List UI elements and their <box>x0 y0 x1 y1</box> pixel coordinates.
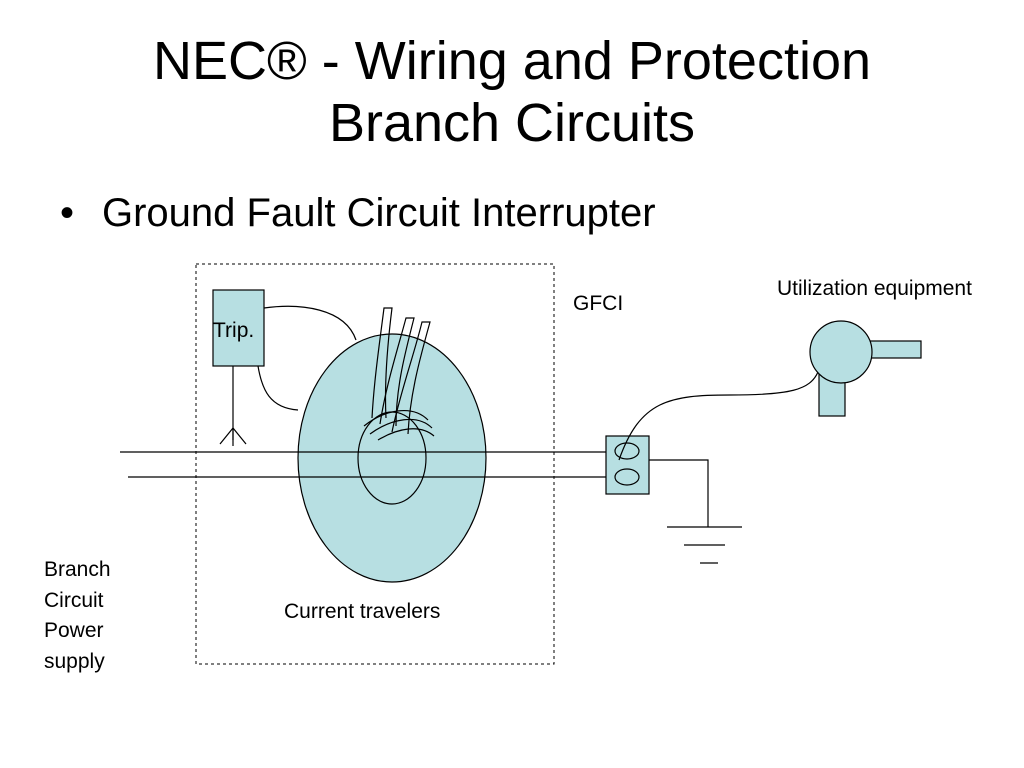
gfci-label: GFCI <box>573 292 623 315</box>
gfci-boundary <box>195 263 555 665</box>
slide-title-line-2: Branch Circuits <box>328 93 696 153</box>
trip-plunger <box>219 366 247 446</box>
branch-label-line-4: supply <box>44 650 105 673</box>
trip-label: Trip. <box>213 319 254 342</box>
trip-lead-lower <box>257 365 299 411</box>
slide-title: NEC® - Wiring and Protection Branch Circ… <box>0 30 1024 154</box>
receptacle-outlet-bottom <box>614 468 640 486</box>
trip-lead-upper <box>263 305 357 341</box>
trip-relay-box <box>212 289 265 367</box>
ground-symbol <box>649 459 742 564</box>
branch-label-line-3: Power <box>44 619 104 642</box>
bullet-item: • Ground Fault Circuit Interrupter <box>60 190 656 236</box>
equipment-cord <box>618 371 819 461</box>
toroid-hole <box>357 411 427 505</box>
hair-dryer-icon <box>809 320 922 417</box>
slide-title-line-1: NEC® - Wiring and Protection <box>152 31 872 91</box>
branch-label-line-1: Branch <box>44 558 111 581</box>
receptacle-outlet-top <box>614 442 640 460</box>
branch-circuit-label: Branch Circuit Power supply <box>44 558 111 673</box>
bullet-marker: • <box>60 191 75 235</box>
sense-winding <box>363 307 435 441</box>
current-travelers-label: Current travelers <box>284 600 440 623</box>
bullet-text: Ground Fault Circuit Interrupter <box>102 191 656 235</box>
utilization-equipment-label: Utilization equipment <box>777 277 972 300</box>
branch-label-line-2: Circuit <box>44 589 104 612</box>
